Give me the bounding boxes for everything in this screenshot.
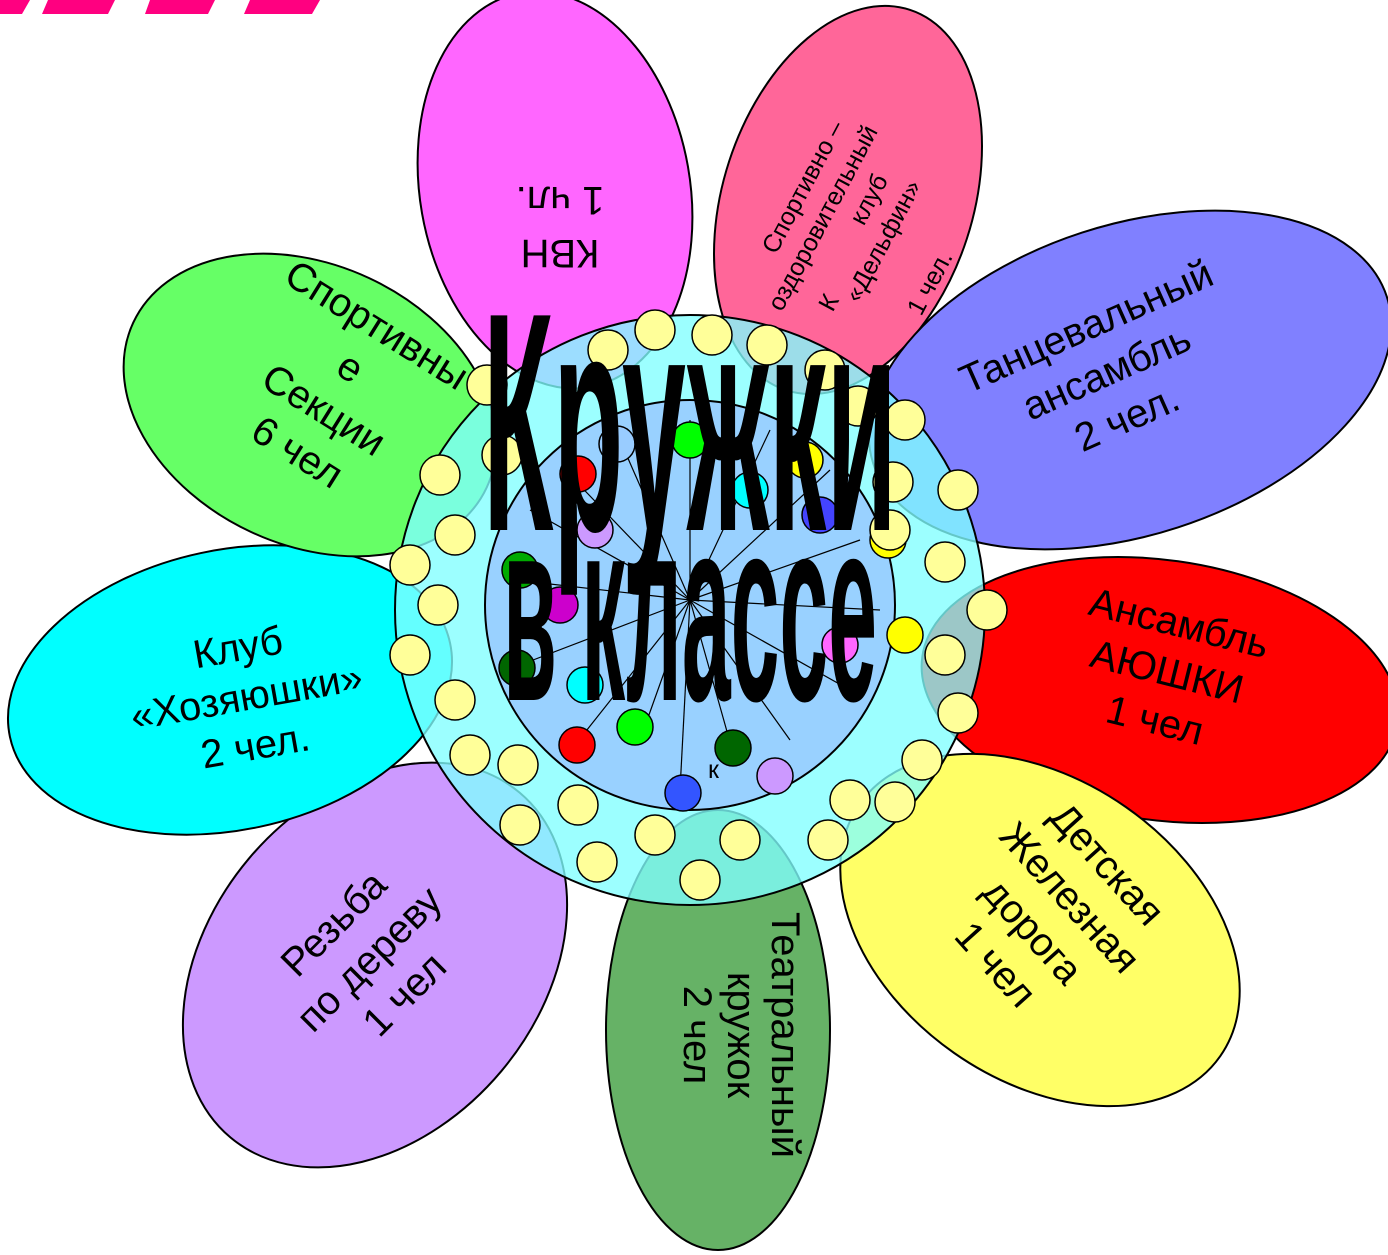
label-kvn-l2: 1 чл. <box>516 178 605 222</box>
center-fragment: к <box>708 756 720 784</box>
label-theatre-l3: 2 чел <box>675 986 719 1084</box>
label-kvn-l1: КВН <box>521 231 600 275</box>
center-title-line2: в классе <box>503 462 877 756</box>
label-kvn: КВН 1 чл. <box>516 178 605 275</box>
inner-beads <box>498 421 924 812</box>
outer-beads <box>389 309 1008 901</box>
center-title-line1: Кружки <box>483 248 897 596</box>
label-theatre-l2: кружок <box>719 972 763 1099</box>
title-fragment <box>0 0 320 14</box>
center-rays <box>514 420 881 791</box>
center-title: Кружки в классе к <box>483 248 897 784</box>
label-theatre-l1: Театральный <box>763 912 807 1158</box>
label-theatre: Театральный кружок 2 чел <box>675 912 807 1158</box>
